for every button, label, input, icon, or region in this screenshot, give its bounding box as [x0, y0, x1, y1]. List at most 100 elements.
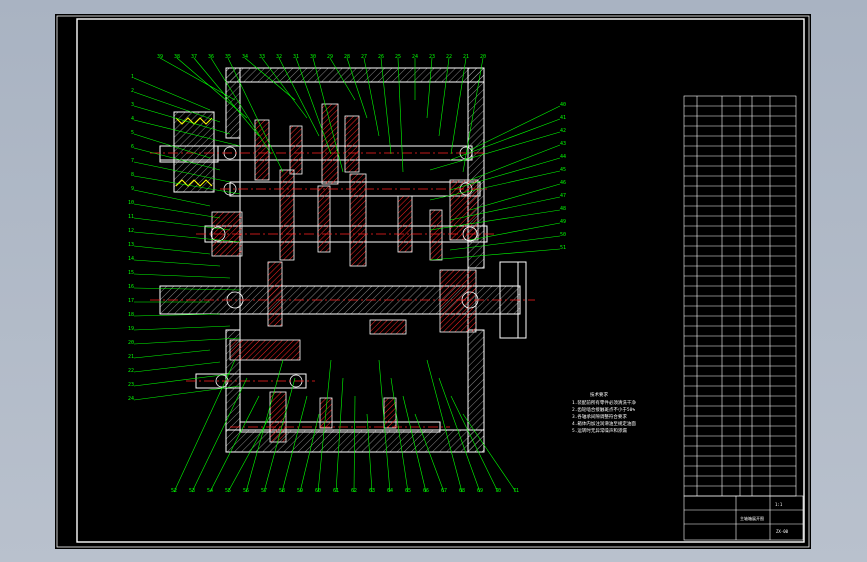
callout-label: 25 [395, 54, 401, 60]
callout-leader [244, 57, 296, 101]
callout-label: 21 [128, 354, 134, 360]
callout-label: 7 [131, 158, 134, 164]
callout-label: 37 [191, 54, 197, 60]
callout-label: 67 [441, 488, 447, 494]
callout-label: 66 [423, 488, 429, 494]
callout-leader [329, 57, 356, 101]
drawing-scale: 1:1 [775, 502, 783, 507]
callout-leader [133, 203, 221, 219]
callout-label: 22 [128, 368, 134, 374]
callout-leader [299, 413, 320, 493]
callout-label: 61 [333, 488, 339, 494]
callout-leader [346, 57, 368, 119]
callout-label: 11 [128, 214, 134, 220]
callout-leader [278, 57, 320, 137]
callout-label: 31 [293, 54, 299, 60]
callout-leader [159, 57, 236, 101]
callout-label: 20 [480, 54, 486, 60]
callout-label: 23 [128, 382, 134, 388]
callout-leader [378, 359, 391, 493]
callout-label: 29 [327, 54, 333, 60]
callout-label: 64 [387, 488, 393, 494]
callout-leader [429, 209, 561, 231]
callout-label: 54 [207, 488, 213, 494]
callout-label: 10 [128, 200, 134, 206]
callout-leader [133, 385, 241, 401]
callout-label: 8 [131, 172, 134, 178]
callout-leader [469, 183, 561, 211]
callout-leader [462, 413, 517, 493]
callout-label: 19 [128, 326, 134, 332]
callout-leader [133, 325, 231, 331]
callout-label: 35 [225, 54, 231, 60]
callout-leader [133, 105, 231, 135]
title-block [683, 495, 804, 541]
callout-leader [261, 57, 308, 119]
callout-label: 12 [128, 228, 134, 234]
callout-leader [353, 395, 356, 493]
callout-label: 70 [495, 488, 501, 494]
callout-leader [133, 161, 231, 183]
callout-leader [133, 133, 211, 159]
callout-leader [263, 377, 296, 493]
callout-label: 52 [171, 488, 177, 494]
callout-leader [449, 235, 561, 251]
callout-leader [366, 413, 373, 493]
tech-req-title: 技术要求 [590, 391, 608, 398]
callout-leader [317, 359, 332, 493]
callout-leader [363, 57, 380, 137]
callout-label: 24 [128, 396, 134, 402]
callout-leader [209, 395, 260, 493]
callout-label: 38 [174, 54, 180, 60]
callout-leader [402, 395, 427, 493]
callout-leader [133, 77, 211, 111]
tech-req-line: 3.各轴承间隙调整符合要求 [572, 413, 627, 420]
callout-leader [133, 91, 221, 123]
callout-label: 60 [315, 488, 321, 494]
callout-label: 53 [189, 488, 195, 494]
callout-leader [449, 157, 561, 191]
callout-label: 55 [225, 488, 231, 494]
tech-req-line: 1.装配前所有零件必须清洗干净 [572, 399, 636, 406]
callout-leader [133, 349, 211, 359]
callout-label: 33 [259, 54, 265, 60]
tech-req-line: 2.齿轮啮合接触斑点不小于50% [572, 406, 635, 413]
callout-leader [397, 57, 404, 173]
callout-leader [450, 395, 499, 493]
callout-label: 36 [208, 54, 214, 60]
callout-leader [173, 359, 236, 493]
callout-label: 41 [560, 115, 566, 121]
callout-leader [133, 147, 221, 171]
callout-label: 69 [477, 488, 483, 494]
callout-label: 15 [128, 270, 134, 276]
callout-label: 6 [131, 144, 134, 150]
callout-label: 3 [131, 102, 134, 108]
callout-label: 21 [463, 54, 469, 60]
callout-label: 44 [560, 154, 566, 160]
v-belt-pulley [159, 111, 219, 193]
callout-leader [133, 175, 241, 195]
callout-label: 9 [131, 186, 134, 192]
callout-leader [133, 361, 221, 373]
callout-leader [133, 119, 241, 147]
callout-leader [191, 377, 248, 493]
callout-leader [312, 57, 344, 173]
callout-label: 42 [560, 128, 566, 134]
callout-label: 47 [560, 193, 566, 199]
callout-leader [429, 170, 561, 201]
drawing-number: ZX-00 [776, 529, 789, 534]
callout-leader [469, 144, 561, 181]
drawing-sheet [55, 14, 811, 549]
callout-leader [469, 105, 561, 151]
callout-label: 59 [297, 488, 303, 494]
inner-frame [76, 18, 805, 543]
callout-leader [133, 217, 231, 231]
callout-leader [210, 57, 272, 155]
callout-leader [429, 131, 561, 171]
callout-label: 68 [459, 488, 465, 494]
parts-list-table [683, 95, 797, 497]
